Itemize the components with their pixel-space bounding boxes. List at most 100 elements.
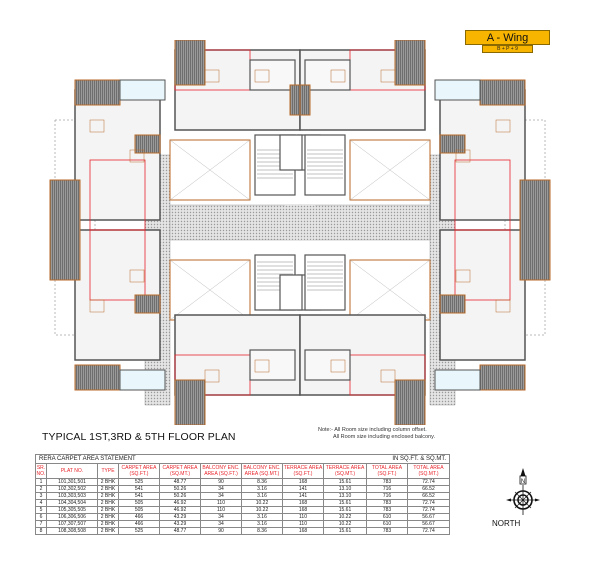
- dry-balcony: [134, 134, 161, 154]
- dry-balcony: [439, 294, 466, 314]
- dry-balcony: [439, 134, 466, 154]
- table-cell: 2: [35, 485, 47, 493]
- table-cell: 783: [366, 478, 408, 486]
- table-caption-row: RERA CARPET AREA STATEMENT IN SQ.FT. & S…: [35, 454, 450, 464]
- table-cell: 102,302,502: [46, 485, 98, 493]
- void-cross: [349, 259, 431, 321]
- column-header: BALCONY ENC. AREA (SQ.FT.): [200, 463, 242, 479]
- table-cell: 3.16: [241, 485, 283, 493]
- table-cell: 3: [35, 492, 47, 500]
- column-header: CARPET AREA (SQ.MT.): [159, 463, 201, 479]
- table-cell: 6: [35, 513, 47, 521]
- table-cell: 105,305,505: [46, 506, 98, 514]
- table-cell: 66.52: [407, 485, 450, 493]
- table-cell: 2 BHK: [97, 513, 119, 521]
- bed-furniture: [495, 299, 511, 313]
- table-cell: 610: [366, 513, 408, 521]
- table-cell: 541: [118, 492, 160, 500]
- column-header: CARPET AREA (SQ.FT.): [118, 463, 160, 479]
- room-size-note: Note:- All Room size including column of…: [318, 427, 435, 441]
- table-cell: 56.67: [407, 520, 450, 528]
- table-cell: 34: [200, 513, 242, 521]
- table-cell: 110: [282, 513, 324, 521]
- table-cell: 110: [282, 520, 324, 528]
- table-cell: 34: [200, 520, 242, 528]
- table-cell: 783: [366, 499, 408, 507]
- table-cell: 15.61: [323, 506, 367, 514]
- balcony: [49, 179, 81, 281]
- balcony: [74, 364, 121, 391]
- table-cell: 72.74: [407, 499, 450, 507]
- lift-lobby-passage: [169, 204, 301, 241]
- table-cell: 5: [35, 506, 47, 514]
- balcony: [519, 179, 551, 281]
- table-cell: 13.10: [323, 485, 367, 493]
- bed-furniture: [129, 149, 145, 163]
- void-cross: [169, 259, 251, 321]
- bed-furniture: [380, 369, 396, 383]
- staircase: [304, 254, 346, 311]
- table-cell: 2 BHK: [97, 478, 119, 486]
- table-cell: 716: [366, 485, 408, 493]
- wing-floors-box: B + P + 9: [482, 45, 533, 53]
- table-cell: 141: [282, 492, 324, 500]
- bed-furniture: [129, 269, 145, 283]
- table-cell: 168: [282, 527, 324, 535]
- wing-title-box: A - Wing: [465, 30, 550, 45]
- table-cell: 783: [366, 527, 408, 535]
- bed-furniture: [455, 269, 471, 283]
- note-line-1: Note:- All Room size including column of…: [318, 427, 427, 433]
- void-cross: [349, 139, 431, 201]
- table-cell: 46.92: [159, 499, 201, 507]
- table-cell: 66.52: [407, 492, 450, 500]
- column-header: PLAT NO.: [46, 463, 98, 479]
- enc-balcony: [434, 79, 481, 101]
- table-cell: 2 BHK: [97, 492, 119, 500]
- column-header: TERRACE AREA (SQ.FT.): [282, 463, 324, 479]
- table-caption: RERA CARPET AREA STATEMENT: [35, 454, 324, 464]
- table-cell: 2 BHK: [97, 527, 119, 535]
- table-cell: 610: [366, 520, 408, 528]
- table-cell: 3.16: [241, 513, 283, 521]
- balcony: [394, 40, 426, 86]
- table-cell: 90: [200, 527, 242, 535]
- balcony: [479, 79, 526, 106]
- table-cell: 505: [118, 506, 160, 514]
- table-cell: 10.22: [241, 506, 283, 514]
- column-header: TOTAL AREA (SQ.MT.): [407, 463, 450, 479]
- flat-outline: [89, 229, 146, 301]
- table-cell: 50.26: [159, 492, 201, 500]
- table-cell: 106,306,506: [46, 513, 98, 521]
- lift: [279, 274, 303, 311]
- table-cell: 10.22: [323, 520, 367, 528]
- balcony: [174, 40, 206, 86]
- table-cell: 34: [200, 485, 242, 493]
- bed-furniture: [254, 359, 270, 373]
- table-cell: 103,303,503: [46, 492, 98, 500]
- flat-outline: [454, 229, 511, 301]
- table-cell: 48.77: [159, 478, 201, 486]
- table-cell: 46.92: [159, 506, 201, 514]
- table-cell: 466: [118, 520, 160, 528]
- table-cell: 505: [118, 499, 160, 507]
- table-cell: 72.74: [407, 506, 450, 514]
- bedroom: [304, 59, 351, 91]
- table-cell: 783: [366, 506, 408, 514]
- table-cell: 10.22: [323, 513, 367, 521]
- void-cross: [169, 139, 251, 201]
- compass-n-letter: N: [521, 479, 525, 485]
- table-units: IN SQ.FT. & SQ.MT.: [323, 454, 450, 464]
- table-cell: 72.74: [407, 478, 450, 486]
- table-cell: 1: [35, 478, 47, 486]
- table-cell: 101,301,501: [46, 478, 98, 486]
- table-cell: 48.77: [159, 527, 201, 535]
- bed-furniture: [89, 119, 105, 133]
- table-cell: 141: [282, 485, 324, 493]
- table-cell: 13.10: [323, 492, 367, 500]
